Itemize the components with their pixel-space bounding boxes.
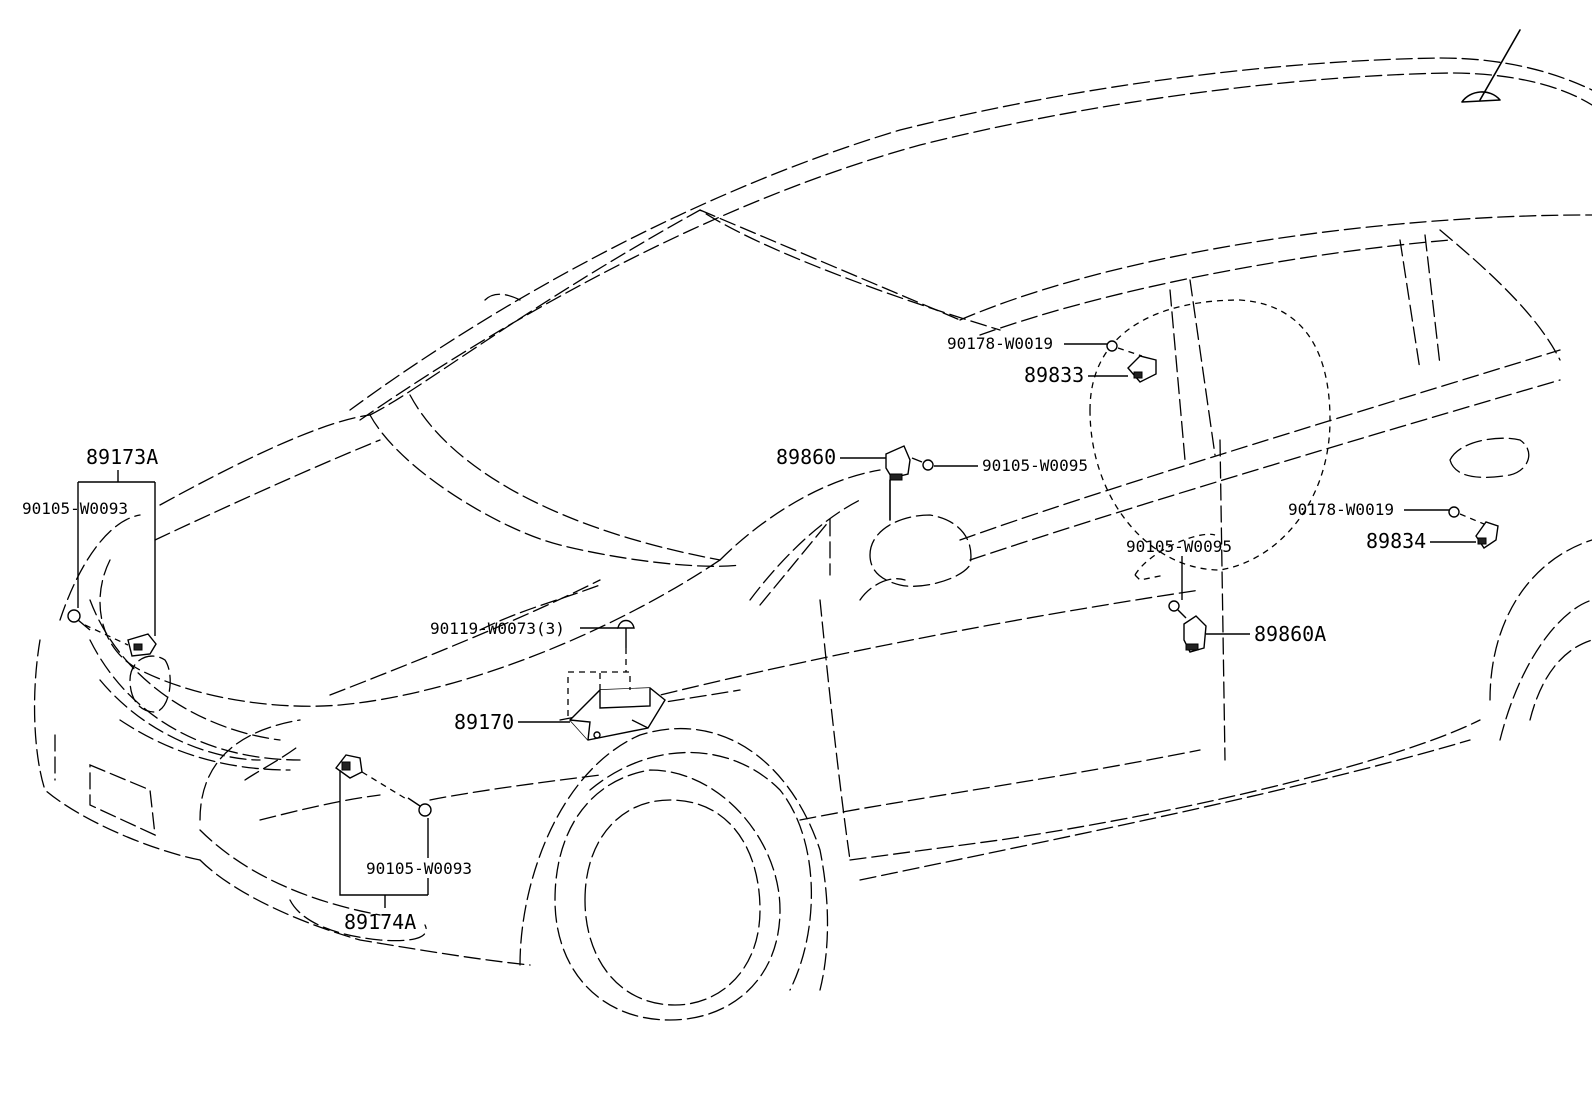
label-90105-w0095-bottom: 90105-W0095 (1126, 537, 1232, 556)
part-sensor-89860a (1183, 615, 1207, 653)
label-90119-w0073: 90119-W0073(3) (430, 619, 565, 638)
part-sensor-89173a (127, 633, 157, 657)
nut-dash-right (1459, 513, 1485, 525)
label-90105-w0095-top: 90105-W0095 (982, 456, 1088, 475)
part-module-89170 (569, 687, 666, 741)
bolt-90105-w0095-top (911, 457, 934, 471)
label-89834: 89834 (1366, 529, 1426, 553)
label-90178-w0019-top: 90178-W0019 (947, 334, 1053, 353)
bolt-90105-w0093-top (67, 609, 91, 631)
part-sensor-89174a (335, 754, 363, 779)
leader-lines (77, 343, 1476, 908)
part-sensor-89833 (1127, 355, 1157, 383)
bolt-90105-w0093-bottom (407, 797, 432, 817)
nut-dash-top (1117, 347, 1143, 357)
label-90105-w0093-bottom: 90105-W0093 (366, 859, 472, 878)
bolt-90105-w0095-bottom (1168, 600, 1187, 619)
label-89170: 89170 (454, 710, 514, 734)
label-89860: 89860 (776, 445, 836, 469)
label-89174a: 89174A (344, 910, 416, 934)
label-89173a: 89173A (86, 445, 158, 469)
part-labels: 89173A 90105-W0093 90119-W0073(3) 89170 … (22, 334, 1426, 934)
label-90105-w0093-top: 90105-W0093 (22, 499, 128, 518)
car-body-outline (33, 29, 1592, 1021)
bolt-dash-top (84, 624, 129, 646)
label-89833: 89833 (1024, 363, 1084, 387)
part-sensor-89834 (1475, 521, 1499, 549)
nut-90178-w0019-top (1106, 340, 1118, 352)
label-90178-w0019-right: 90178-W0019 (1288, 500, 1394, 519)
bolt-90119-w0073 (617, 619, 635, 648)
label-89860a: 89860A (1254, 622, 1326, 646)
part-sensor-89860 (885, 445, 911, 481)
module-bolt-dash (567, 671, 631, 716)
nut-90178-w0019-right (1448, 506, 1460, 518)
bolt-dash-bottom (361, 771, 409, 801)
